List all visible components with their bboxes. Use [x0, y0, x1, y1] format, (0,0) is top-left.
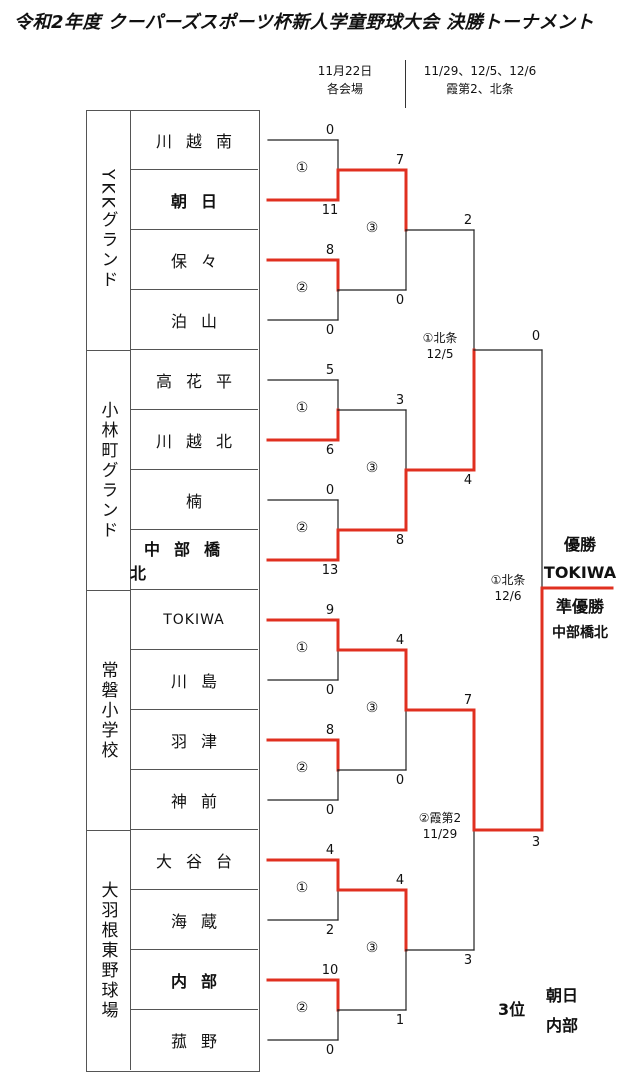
score-label: 4	[395, 633, 405, 648]
third-place-team-1: 朝日	[546, 986, 579, 1005]
score-label: 3	[463, 953, 473, 968]
score-label: 4	[463, 473, 473, 488]
score-label: 1	[395, 1013, 405, 1028]
team-cell: 神前	[130, 770, 258, 830]
round2-place: 霞第2、北条	[446, 82, 514, 96]
score-label: 3	[395, 393, 405, 408]
team-cell: 海蔵	[130, 890, 258, 950]
team-cell: 川越北	[130, 410, 258, 470]
team-cell: 朝日	[130, 170, 258, 230]
match-number: ③	[365, 220, 379, 236]
match-number: ①	[295, 640, 309, 656]
score-label: 11	[321, 203, 339, 218]
team-cell: 大谷台	[130, 830, 258, 890]
match-number: ①	[295, 160, 309, 176]
team-cell: 内部	[130, 950, 258, 1010]
score-label: 6	[325, 443, 335, 458]
team-cell: TOKIWA	[130, 590, 258, 650]
team-cell: 川島	[130, 650, 258, 710]
score-label: 2	[325, 923, 335, 938]
venue-oobane: 大羽根東野球場	[86, 830, 130, 1071]
score-label: 9	[325, 603, 335, 618]
score-label: 0	[325, 803, 335, 818]
runner-up-label: 準優勝	[555, 597, 604, 616]
score-label: 0	[325, 323, 335, 338]
round2-date: 11/29、12/5、12/6	[423, 64, 537, 78]
match-number: ①	[295, 880, 309, 896]
score-label: 0	[325, 1043, 335, 1058]
team-cell: 高花平	[130, 350, 258, 410]
header-divider	[405, 60, 406, 108]
match-number: ②	[295, 760, 309, 776]
page-title: 令和2年度 クーパーズスポーツ杯新人学童野球大会 決勝トーナメント	[14, 12, 595, 33]
score-label: 0	[395, 773, 405, 788]
match-number: ②	[295, 520, 309, 536]
score-label: 5	[325, 363, 335, 378]
score-label: 0	[395, 293, 405, 308]
team-cell: 保々	[130, 230, 258, 290]
table-divider	[130, 110, 131, 1070]
match-number: ③	[365, 700, 379, 716]
final-score-top: 0	[531, 329, 541, 344]
score-label: 7	[395, 153, 405, 168]
score-label: 7	[463, 693, 473, 708]
score-label: 8	[325, 723, 335, 738]
round1-place: 各会場	[326, 82, 363, 96]
score-label: 8	[325, 243, 335, 258]
score-label: 4	[325, 843, 335, 858]
bracket-table	[86, 110, 260, 1072]
round1-date: 11月22日	[317, 64, 373, 78]
venue-kobayashi: 小林町グランド	[86, 350, 130, 591]
team-cell: 羽津	[130, 710, 258, 770]
third-place-team-2: 内部	[546, 1016, 579, 1035]
score-label: 0	[325, 483, 335, 498]
team-cell: 川越南	[130, 110, 258, 170]
venue-tokiwa-school: 常磐小学校	[86, 590, 130, 831]
third-place-label: 3位	[498, 1000, 526, 1019]
score-label: 0	[325, 123, 335, 138]
runner-up-team: 中部橋北	[552, 625, 608, 641]
team-cell: 楠	[130, 470, 258, 530]
match-number: ③	[365, 460, 379, 476]
round2-header: 11/29、12/5、12/6 霞第2、北条	[415, 62, 545, 98]
score-label: 4	[395, 873, 405, 888]
team-cell: 菰野	[170, 1032, 231, 1051]
match-number: ②	[295, 280, 309, 296]
score-label: 0	[325, 683, 335, 698]
match-number: ③	[365, 940, 379, 956]
score-label: 13	[321, 563, 339, 578]
final-score-bottom: 3	[531, 835, 541, 850]
score-label: 2	[463, 213, 473, 228]
team-cell: 泊山	[130, 290, 258, 350]
venue-ykk: YKKグランド	[97, 169, 118, 291]
match-number: ②	[295, 1000, 309, 1016]
champion-label: 優勝	[563, 535, 596, 554]
score-label: 8	[395, 533, 405, 548]
score-label: 10	[321, 963, 339, 978]
match-number: ①	[295, 400, 309, 416]
team-cell: 中部橋北	[130, 530, 258, 590]
champion-team: TOKIWA	[543, 563, 617, 582]
round1-header: 11月22日 各会場	[300, 62, 390, 98]
